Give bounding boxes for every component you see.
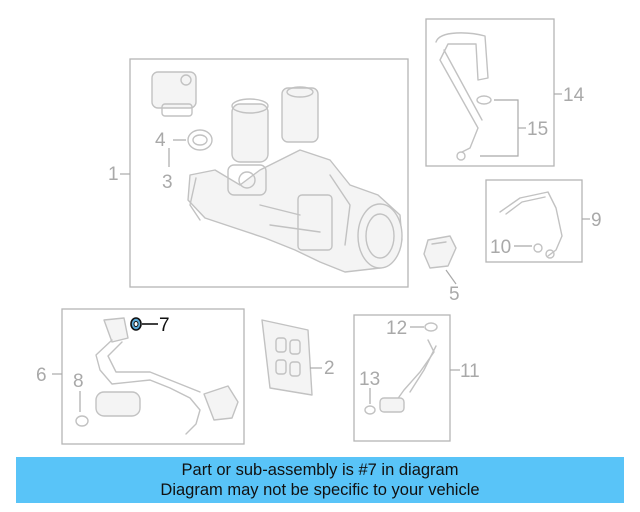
- part-7-washer[interactable]: [130, 317, 142, 331]
- banner-line-1: Part or sub-assembly is #7 in diagram: [181, 461, 459, 479]
- banner-line-2: Diagram may not be specific to your vehi…: [160, 481, 480, 499]
- callout-6: 6: [36, 365, 47, 386]
- callout-13: 13: [359, 369, 380, 390]
- oil-return-group-frame: [61, 308, 245, 445]
- callout-11: 11: [460, 361, 480, 382]
- callout-8: 8: [73, 371, 84, 392]
- turbocharger-group-frame: [129, 58, 409, 288]
- callout-10: 10: [490, 237, 511, 258]
- gasket-plate-drawing: [261, 319, 313, 396]
- callout-7[interactable]: 7: [159, 315, 170, 336]
- callout-3: 3: [162, 172, 173, 193]
- parts-diagram: 1 2 3 4 5 6 7 8 9 10 11 12 13 14 15: [36, 18, 602, 445]
- info-banner: Part or sub-assembly is #7 in diagram Di…: [16, 457, 624, 503]
- callout-9: 9: [591, 210, 602, 231]
- callout-1: 1: [108, 164, 119, 185]
- sensor-drawing: [423, 235, 457, 269]
- small-tube-group-frame: [485, 179, 583, 263]
- feed-line-drawing: [364, 322, 438, 415]
- callout-14: 14: [563, 85, 585, 106]
- actuator-drawing: [151, 71, 197, 117]
- turbocharger-drawing: [187, 86, 403, 273]
- callout-15: 15: [527, 119, 548, 140]
- leader-lines: [52, 93, 590, 412]
- gasket-ring-drawing: [187, 129, 213, 151]
- upper-tube-group-frame: [425, 18, 555, 167]
- feed-line-group-frame: [353, 314, 451, 442]
- oil-return-tube-drawing: [75, 317, 239, 435]
- small-tube-drawing: [499, 191, 563, 259]
- callout-12: 12: [386, 318, 407, 339]
- callout-5: 5: [449, 284, 460, 305]
- callout-2: 2: [324, 358, 335, 379]
- upper-tube-drawing: [435, 32, 492, 161]
- callout-4: 4: [155, 130, 166, 151]
